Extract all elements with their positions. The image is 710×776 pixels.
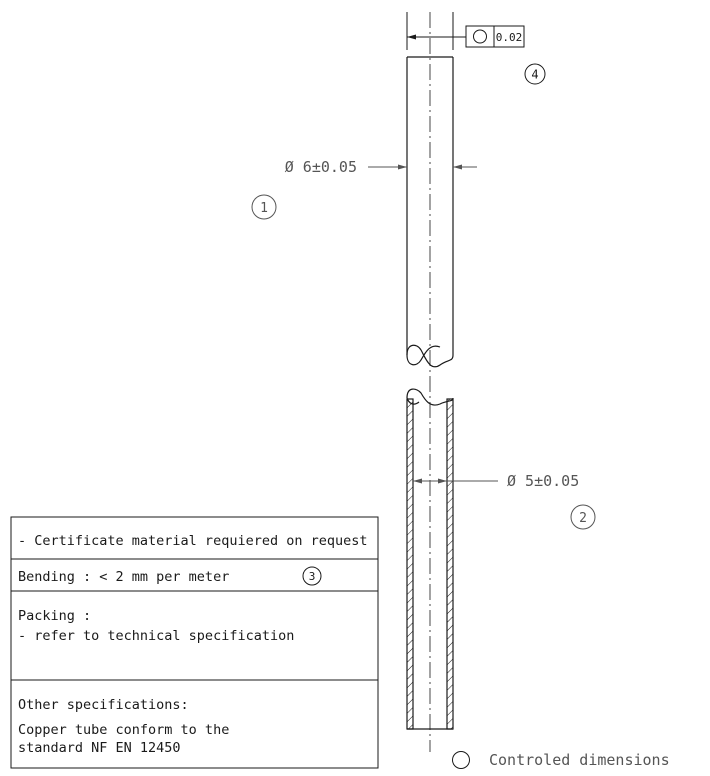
callout-4-label: 4 (531, 68, 538, 82)
tube-wall-left (406, 398, 414, 730)
callout-2-label: 2 (579, 511, 587, 526)
inner-diameter-dimension: Ø 5±0.05 (413, 472, 579, 490)
packing-detail: - refer to technical specification (18, 628, 294, 644)
certificate-note: - Certificate material requiered on requ… (18, 533, 368, 549)
legend-label: Controled dimensions (489, 751, 670, 769)
other-specifications-line-2: standard NF EN 12450 (18, 740, 181, 756)
tolerance-value: 0.02 (496, 31, 523, 44)
tube-lower-segment (406, 388, 454, 730)
feature-control-frame: 0.02 (465, 25, 525, 48)
callout-2-circle (570, 504, 596, 530)
bending-note: Bending : < 2 mm per meter (18, 569, 229, 585)
controled-dimensions-legend: Controled dimensions (452, 751, 670, 769)
tube-upper-segment (406, 56, 454, 368)
callout-1-circle (251, 194, 277, 220)
notes-table: - Certificate material requiered on requ… (10, 516, 379, 769)
packing-title: Packing : (18, 608, 91, 624)
other-specifications-title: Other specifications: (18, 697, 189, 713)
break-line-upper (406, 344, 454, 368)
callout-3-label: 3 (309, 570, 316, 583)
other-specifications-line-1: Copper tube conform to the (18, 722, 229, 738)
tube-wall-right (446, 398, 454, 730)
tolerance-leader-arrow (407, 34, 416, 40)
outer-diameter-dimension: Ø 6±0.05 (285, 158, 477, 176)
circularity-symbol-icon (473, 29, 487, 44)
legend-circle-icon (452, 751, 470, 769)
callout-3-circle (302, 566, 322, 586)
inner-diameter-label: Ø 5±0.05 (507, 472, 579, 490)
callout-4-circle (524, 63, 546, 85)
outer-diameter-label: Ø 6±0.05 (285, 158, 357, 176)
callout-1-label: 1 (260, 201, 268, 216)
